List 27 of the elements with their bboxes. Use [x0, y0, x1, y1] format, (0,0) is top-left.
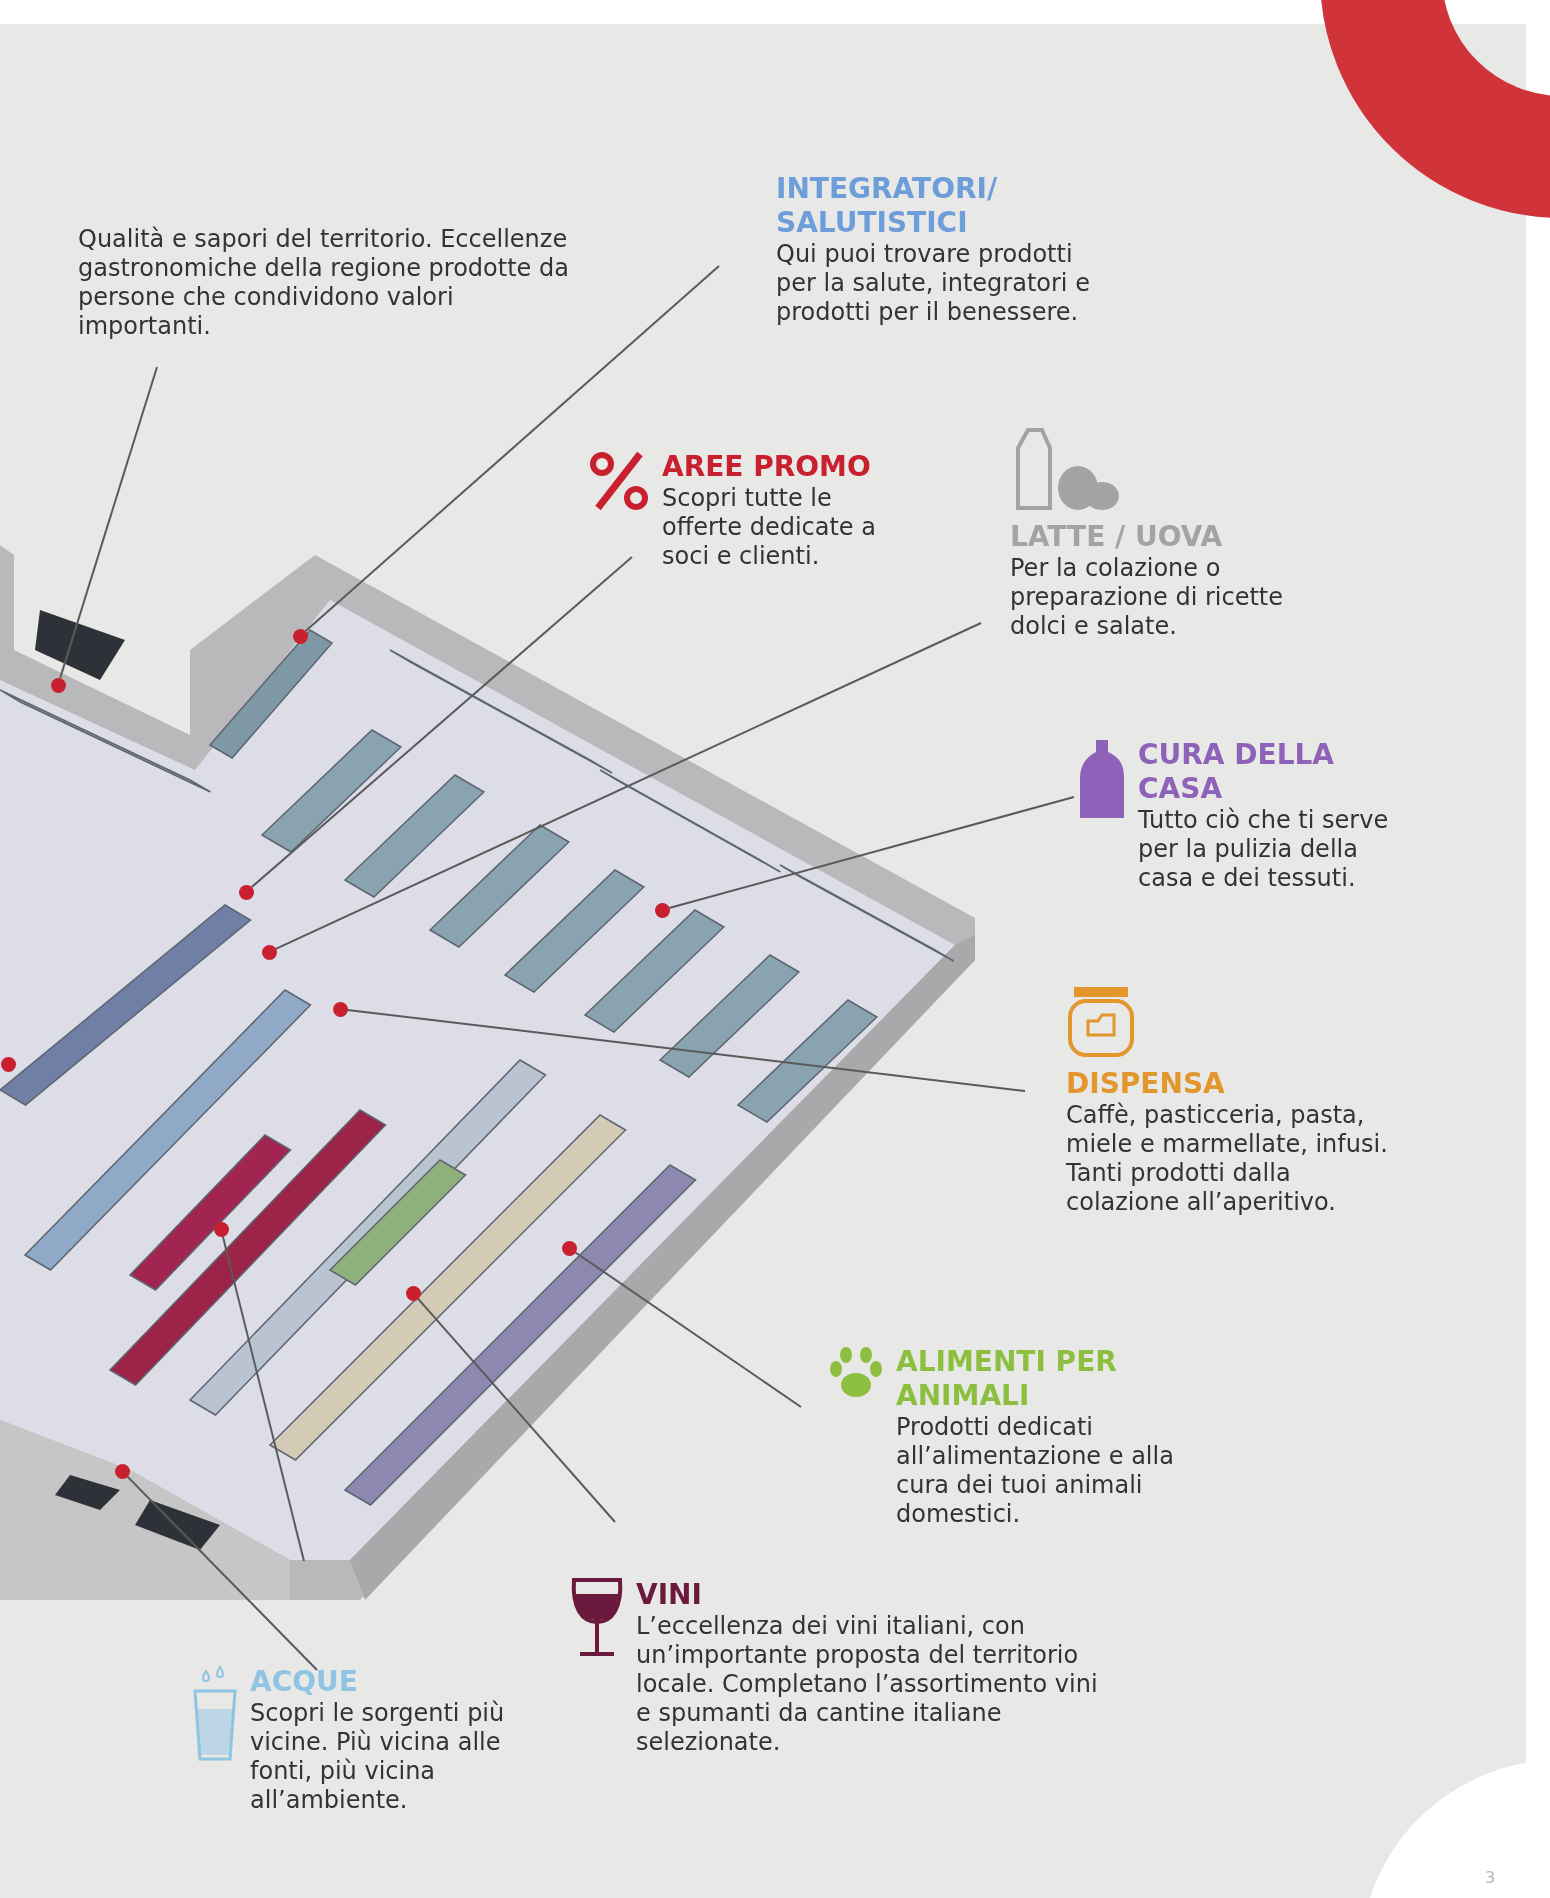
section-description: Scopri tutte le offerte dedicate a soci e clienti. — [662, 484, 877, 571]
leader-line — [59, 366, 158, 679]
section-heading: VINI — [636, 1578, 703, 1612]
section-description: L’eccellenza dei vini italiani, con un’importante proposta del territorio locale. Completano l’assortimento vini e spumanti da cantine italiane selezionate. — [636, 1612, 1099, 1757]
leader-line — [346, 1008, 1026, 1092]
section-heading: CURA DELLA CASA — [1138, 738, 1335, 806]
leader-line — [221, 1235, 305, 1562]
section-description: Scopri le sorgenti più vicine. Più vicina alle fonti, più vicina all’ambiente. — [250, 1699, 506, 1815]
section-description: Caffè, pasticceria, pasta, miele e marmellate, infusi. Tanti prodotti dalla colazione all’aperitivo. — [1066, 1101, 1389, 1217]
leader-line — [304, 265, 720, 633]
section-heading: ACQUE — [250, 1665, 359, 1699]
section-heading: AREE PROMO — [662, 450, 872, 484]
section-description: Tutto ciò che ti serve per la pulizia della casa e dei tessuti. — [1138, 806, 1390, 893]
section-heading: LATTE / UOVA — [1010, 520, 1224, 554]
leader-line — [126, 1475, 318, 1671]
leader-line — [668, 796, 1075, 909]
leader-line — [574, 1251, 802, 1408]
section-heading: INTEGRATORI/ SALUTISTICI — [776, 172, 999, 240]
section-description: Per la colazione o preparazione di ricette dolci e salate. — [1010, 554, 1285, 641]
section-heading: ALIMENTI PER ANIMALI — [896, 1345, 1118, 1413]
page-number: 3 — [1485, 1868, 1496, 1887]
section-description: Prodotti dedicati all’alimentazione e alla cura dei tuoi animali domestici. — [896, 1413, 1175, 1529]
section-description: Qualità e sapori del territorio. Eccellenze gastronomiche della regione prodotte da persone che condividono valori importanti. — [78, 225, 570, 341]
leader-line — [416, 1297, 616, 1523]
leader-line — [274, 622, 982, 950]
section-heading: DISPENSA — [1066, 1067, 1226, 1101]
section-description: Qui puoi trovare prodotti per la salute, integratori e prodotti per il benessere. — [776, 240, 1091, 327]
